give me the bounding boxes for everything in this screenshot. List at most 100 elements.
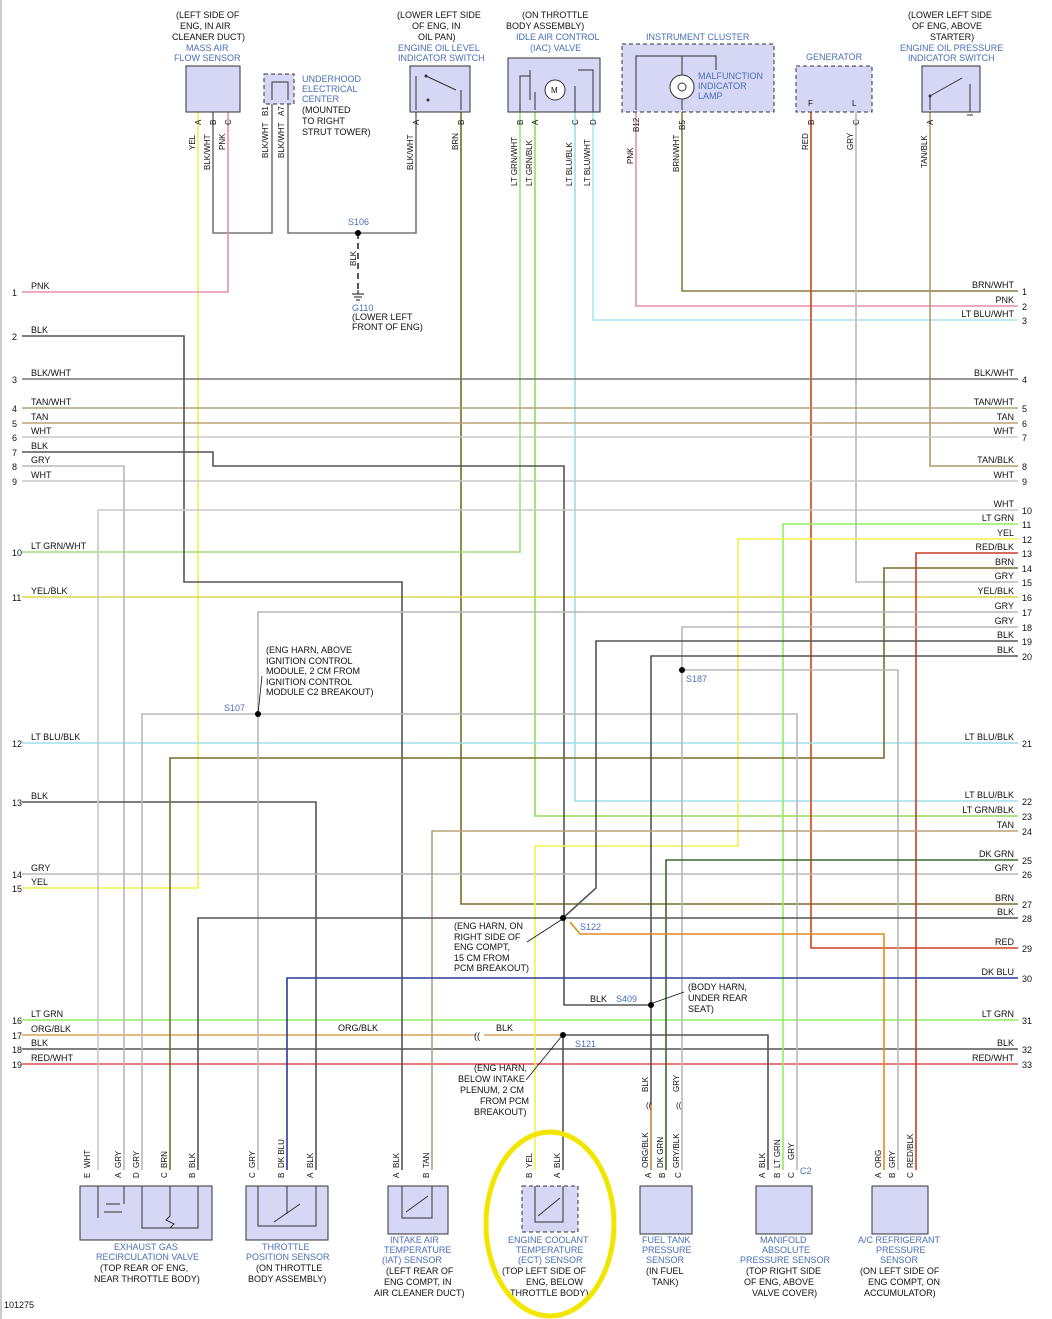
iat-loc-2: ENG COMPT, IN — [384, 1277, 452, 1287]
egr-loc-1: (TOP REAR OF ENG, — [100, 1263, 188, 1273]
splice-s121-loc-1: (ENG HARN, — [474, 1063, 527, 1073]
map-wire-c: GRY — [787, 1142, 796, 1160]
acp-wire-a: ORG — [874, 1150, 883, 1168]
left-row-number: 1 — [12, 288, 17, 298]
egr-wire-e: WHT — [83, 1150, 92, 1168]
tps-wire-b: DK BLU — [277, 1139, 286, 1168]
oilpress-name-1: ENGINE OIL PRESSURE — [900, 43, 1003, 53]
right-row-number: 7 — [1022, 433, 1027, 443]
uec-wire-1: BLK/WHT — [261, 122, 270, 158]
wire-blk19 — [562, 640, 1018, 919]
right-row-wire-label: BLK — [997, 907, 1014, 917]
egr-pin-d: D — [132, 1172, 141, 1178]
iac-pin-c: C — [571, 119, 580, 125]
iat-name-2: TEMPERATURE — [384, 1245, 451, 1255]
map-pin-a: A — [758, 1172, 767, 1178]
egr-pin-b: B — [188, 1173, 197, 1178]
left-row-number: 8 — [12, 462, 17, 472]
iac-coil-icon — [519, 69, 594, 112]
iac-motor-icon — [544, 79, 566, 101]
generator-term-l: L — [852, 99, 857, 108]
right-row-wire-label: BRN — [995, 893, 1014, 903]
right-row-wire-label: LT GRN — [982, 513, 1014, 523]
cluster-wire-pnk: PNK — [626, 147, 635, 164]
map-name-2: ABSOLUTE — [762, 1245, 810, 1255]
right-row-number: 15 — [1022, 578, 1032, 588]
acp-pin-c: C — [906, 1172, 915, 1178]
egr-pin-c: C — [160, 1172, 169, 1178]
top-components: (LEFT SIDE OF ENG, IN AIR CLEANER DUCT) … — [172, 10, 1003, 186]
right-row-wire-label: BRN/WHT — [972, 280, 1014, 290]
right-row-wire-label: BLK/WHT — [974, 368, 1015, 378]
left-row-wire-label: TAN/WHT — [31, 397, 72, 407]
row-label-layer: 1PNK2BLK3BLK/WHT4TAN/WHT5TAN6WHT7BLK8GRY… — [12, 280, 1032, 1070]
ect-pin-a: A — [553, 1172, 562, 1178]
oilpress-loc-3: STARTER) — [930, 32, 974, 42]
right-row-number: 25 — [1022, 856, 1032, 866]
left-row-number: 7 — [12, 448, 17, 458]
iac-pin-b: B — [516, 120, 525, 125]
generator-wire-gry: GRY — [846, 132, 855, 150]
left-row-number: 9 — [12, 477, 17, 487]
iat-name-1: INTAKE AIR — [390, 1235, 439, 1245]
ground-blk-label: BLK — [349, 250, 358, 266]
splice-s121-loc-5: BREAKOUT) — [474, 1107, 527, 1117]
acp-wire-b: GRY — [888, 1150, 897, 1168]
right-row-wire-label: YEL/BLK — [977, 586, 1014, 596]
left-row-number: 11 — [12, 593, 21, 603]
ftp-wire-b: DK GRN — [656, 1137, 665, 1168]
right-row-wire-label: TAN/BLK — [977, 455, 1014, 465]
egr-coil-icon — [97, 1186, 199, 1229]
wire-iac-b — [22, 110, 521, 553]
splice-s409-loc-1: (BODY HARN, — [688, 982, 747, 992]
oillevel-pin-b: B — [457, 120, 466, 125]
uec-name-3: CENTER — [302, 94, 340, 104]
oillevel-name-2: INDICATOR SWITCH — [398, 53, 485, 63]
generator-box — [795, 65, 873, 113]
right-row-number: 6 — [1022, 419, 1027, 429]
map-conn-c2-icon: C2 — [800, 1166, 812, 1176]
wire-oilpress-tanblk — [929, 110, 1018, 467]
oilpress-wire-tanblk: TAN/BLK — [920, 135, 929, 168]
maf-pin-b: B — [209, 120, 218, 125]
right-row-wire-label: BLK — [997, 1038, 1014, 1048]
right-row-wire-label: GRY — [995, 571, 1014, 581]
generator-pin-c: C — [852, 119, 861, 125]
right-row-wire-label: TAN — [997, 412, 1014, 422]
right-row-wire-label: RED/BLK — [975, 542, 1014, 552]
wire-iac-d — [592, 110, 1018, 321]
maf-loc-2: ENG, IN AIR — [180, 21, 231, 31]
wire-cluster-pnk — [635, 110, 1018, 307]
cluster-wire-brnwht: BRN/WHT — [672, 135, 681, 172]
splice-s409-loc-2: UNDER REAR — [688, 993, 748, 1003]
map-pin-c: C — [787, 1172, 796, 1178]
wire-iac-a — [534, 110, 1018, 817]
oilpress-name-2: INDICATOR SWITCH — [908, 53, 995, 63]
wire-blk20 — [650, 655, 1018, 1170]
right-row-number: 30 — [1022, 974, 1032, 984]
wire-dkblu30 — [286, 977, 1018, 1170]
maf-name-2: FLOW SENSOR — [174, 53, 241, 63]
splice-s121-label: S121 — [575, 1039, 596, 1049]
left-row-wire-label: GRY — [31, 455, 50, 465]
wire-uec-a7 — [287, 100, 417, 234]
wire-oillevel-brn — [460, 110, 1018, 905]
ground-g110-label: G110 — [352, 303, 373, 313]
left-row-wire-label: BLK — [31, 325, 48, 335]
generator-wire-red: RED — [801, 133, 810, 150]
generator-pin-b: B — [807, 120, 816, 125]
uec-name-2: ELECTRICAL — [302, 84, 358, 94]
right-row-wire-label: LT GRN — [982, 1009, 1014, 1019]
left-row-wire-label: LT BLU/BLK — [31, 732, 80, 742]
left-row-wire-label: BLK — [31, 1038, 48, 1048]
acp-loc-3: ACCUMULATOR) — [864, 1288, 936, 1298]
right-row-number: 23 — [1022, 812, 1032, 822]
cluster-pin-b12: B12 — [632, 117, 641, 132]
right-row-number: 33 — [1022, 1060, 1032, 1070]
iac-loc-1: (ON THROTTLE — [522, 10, 588, 20]
map-loc-3: VALVE COVER) — [752, 1288, 817, 1298]
right-row-wire-label: LT BLU/WHT — [961, 309, 1014, 319]
wire-s122-egrb — [197, 917, 563, 1170]
right-row-number: 10 — [1022, 506, 1032, 516]
splice-s122-loc-1: (ENG HARN, ON — [454, 921, 523, 931]
